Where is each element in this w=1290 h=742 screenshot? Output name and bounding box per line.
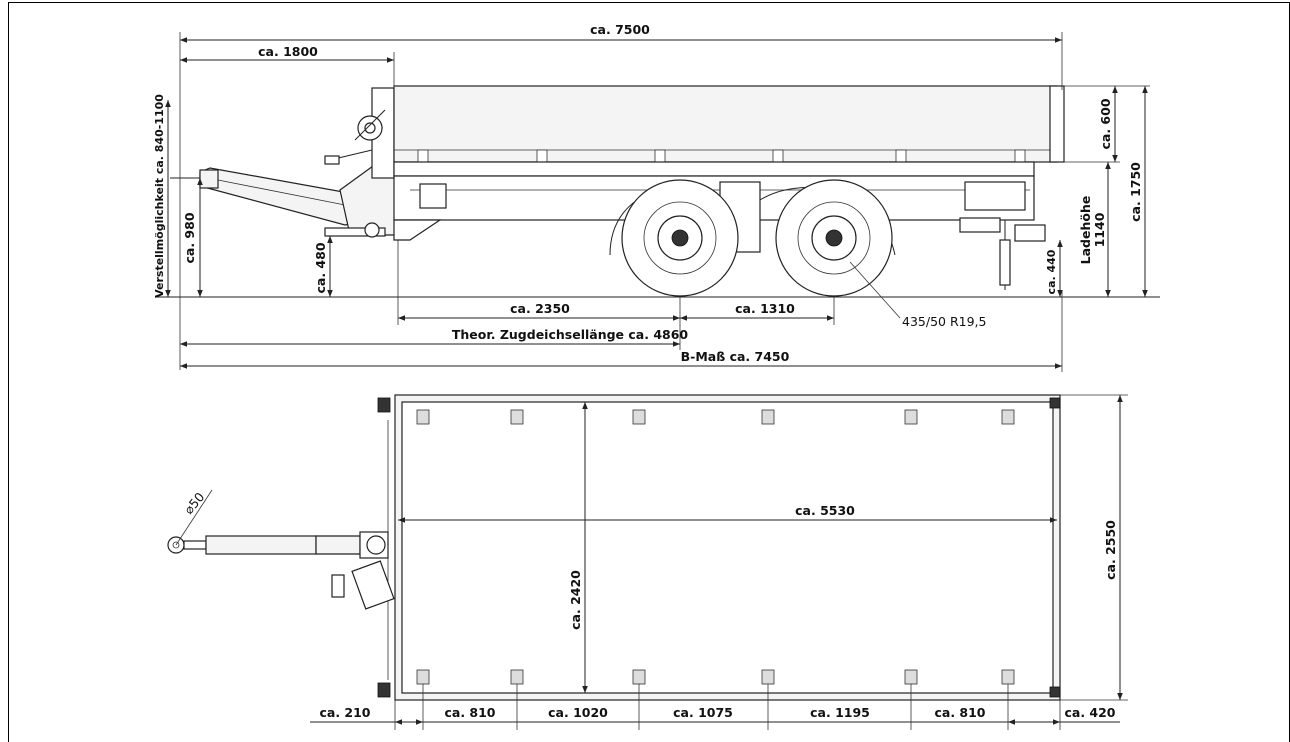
- dim-drawbar-clearance: ca. 480: [313, 242, 328, 293]
- dim-side-wall-height: ca. 600: [1098, 98, 1113, 149]
- dim-b-dimension: B-Maß ca. 7450: [681, 349, 790, 364]
- dim-spacing-3: ca. 1020: [548, 705, 608, 720]
- dim-spacing-1: ca. 210: [319, 705, 370, 720]
- label-tire-size: 435/50 R19,5: [902, 314, 986, 329]
- drawbar: [170, 148, 396, 238]
- wheel-rear: [775, 179, 893, 297]
- dim-total-height: ca. 1750: [1128, 162, 1143, 222]
- dim-spacing-6: ca. 810: [934, 705, 985, 720]
- dim-front-overhang: ca. 1800: [258, 44, 318, 59]
- dim-axle-spacing: ca. 1310: [735, 301, 795, 316]
- dim-spacing-4: ca. 1075: [673, 705, 733, 720]
- dim-axle-front-distance: ca. 2350: [510, 301, 570, 316]
- side-wall: [393, 85, 1058, 163]
- dim-outer-width: ca. 2550: [1103, 520, 1118, 580]
- dim-spacing-2: ca. 810: [444, 705, 495, 720]
- dim-coupling-height: ca. 980: [182, 212, 197, 263]
- dim-spacing-7: ca. 420: [1064, 705, 1115, 720]
- front-mechanism: [324, 87, 395, 179]
- lashing-points-top: [416, 409, 1015, 425]
- label-eye-diameter: ⌀50: [181, 489, 208, 517]
- drawbar-top: [167, 531, 395, 610]
- trailer-body: [393, 85, 1065, 290]
- top-view: ⌀50 ca. 5530 ca. 2420 ca. 2550 ca. 210 c…: [167, 394, 1128, 730]
- chassis-top: [393, 161, 1035, 177]
- dim-rear-clearance: ca. 440: [1045, 249, 1058, 294]
- side-view: ca. 7500 ca. 1800 Verstellmöglichkeit ca…: [153, 22, 1160, 372]
- label-load-height: Ladehöhe: [1078, 196, 1093, 265]
- dim-inner-width: ca. 2420: [568, 570, 583, 630]
- dim-spacing-5: ca. 1195: [810, 705, 870, 720]
- dim-height-adjust: Verstellmöglichkeit ca. 840-1100: [153, 94, 166, 298]
- wheel-front: [621, 179, 739, 297]
- platform-inner: [401, 401, 1054, 694]
- dim-load-height: 1140: [1092, 212, 1107, 247]
- spacing-dimensions: [310, 684, 1120, 730]
- dim-overall-length: ca. 7500: [590, 22, 650, 37]
- dim-drawbar-length: Theor. Zugdeichsellänge ca. 4860: [452, 327, 689, 342]
- dim-inner-length: ca. 5530: [795, 503, 855, 518]
